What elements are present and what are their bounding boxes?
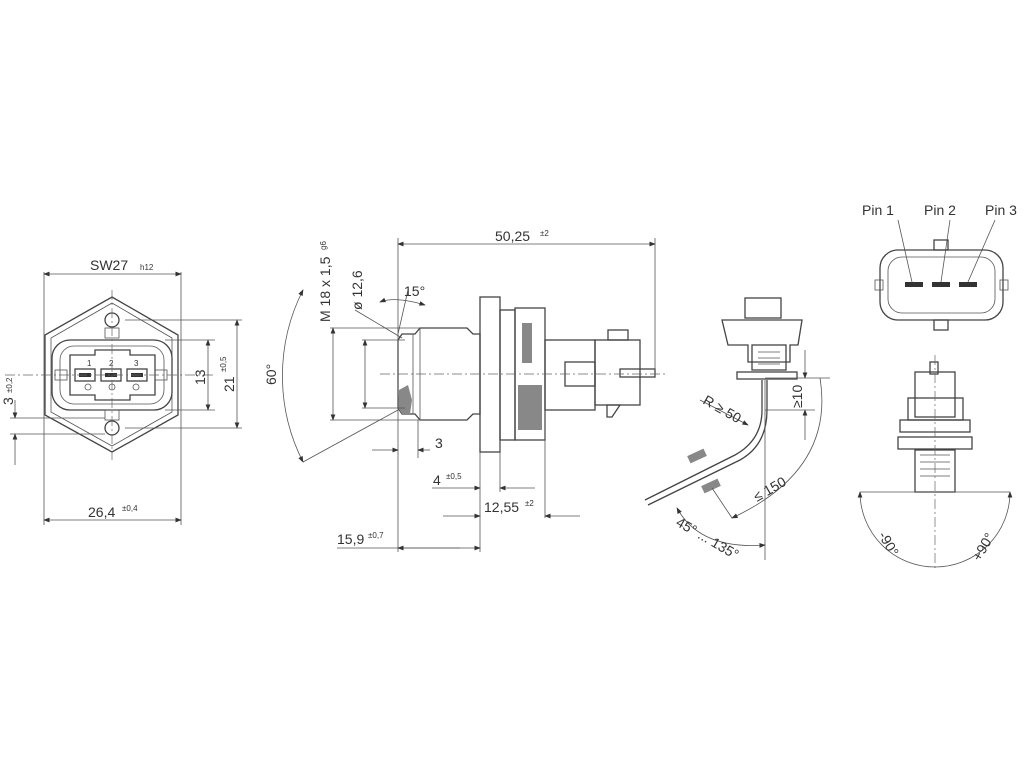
dim-3: 3 <box>0 397 16 405</box>
overall-length: 50,25 <box>495 228 530 244</box>
sw-label: SW27 <box>90 257 128 273</box>
width-tolerance: ±0,4 <box>122 504 138 513</box>
cable-connector <box>721 319 803 363</box>
dim-13: 13 <box>192 369 208 385</box>
width-label: 26,4 <box>88 504 115 520</box>
dim-15-9: 15,9 <box>337 531 364 547</box>
dim-4: 4 <box>433 472 441 488</box>
max-length-label: ≤ 150 <box>751 473 789 504</box>
pin-1-label: Pin 1 <box>862 202 894 218</box>
chamfer-angle: 15° <box>404 283 425 299</box>
dim-15-9-tolerance: ±0,7 <box>368 531 384 540</box>
rotation-positive: +90° <box>969 530 998 563</box>
side-view: 50,25 ±2 M 18 x 1,5 g6 ø 12,6 15° 60° 3 … <box>263 228 665 552</box>
bend-radius-label: R ≥ 50 <box>701 392 745 427</box>
pin-number: 2 <box>109 359 114 368</box>
dim-3-tolerance: ±0,2 <box>5 377 14 393</box>
connector <box>594 339 641 406</box>
pin-2-label: Pin 2 <box>924 202 956 218</box>
cone-angle: 60° <box>263 364 279 385</box>
pin-number: 3 <box>134 359 139 368</box>
dim-21: 21 <box>221 376 237 392</box>
dim-12-55: 12,55 <box>484 499 519 515</box>
diameter-label: ø 12,6 <box>349 270 365 310</box>
thread-tolerance: g6 <box>319 241 328 250</box>
pin-number: 1 <box>87 359 92 368</box>
thread-label: M 18 x 1,5 <box>317 256 333 322</box>
overall-tolerance: ±2 <box>540 229 549 238</box>
cable-view: ≥10 R ≥ 50 ≤ 150 45° ... 135° <box>644 297 830 563</box>
dim-4-tolerance: ±0,5 <box>446 472 462 481</box>
angle-range-label: 45° ... 135° <box>674 514 742 563</box>
pin-view: Pin 1 Pin 2 Pin 3 -90° +90° <box>857 202 1017 570</box>
sw-tolerance: h12 <box>140 263 154 272</box>
pin-3-label: Pin 3 <box>985 202 1017 218</box>
dim-12-55-tolerance: ±2 <box>525 499 534 508</box>
rotation-negative: -90° <box>875 529 902 559</box>
dim-3: 3 <box>435 435 443 451</box>
front-view: 1 2 3 SW27 h12 26,4 ±0,4 13 21 ±0,5 3 ±0… <box>0 257 242 525</box>
dim-21-tolerance: ±0,5 <box>219 356 228 372</box>
flange <box>479 296 501 453</box>
min-straight-label: ≥10 <box>789 385 805 408</box>
